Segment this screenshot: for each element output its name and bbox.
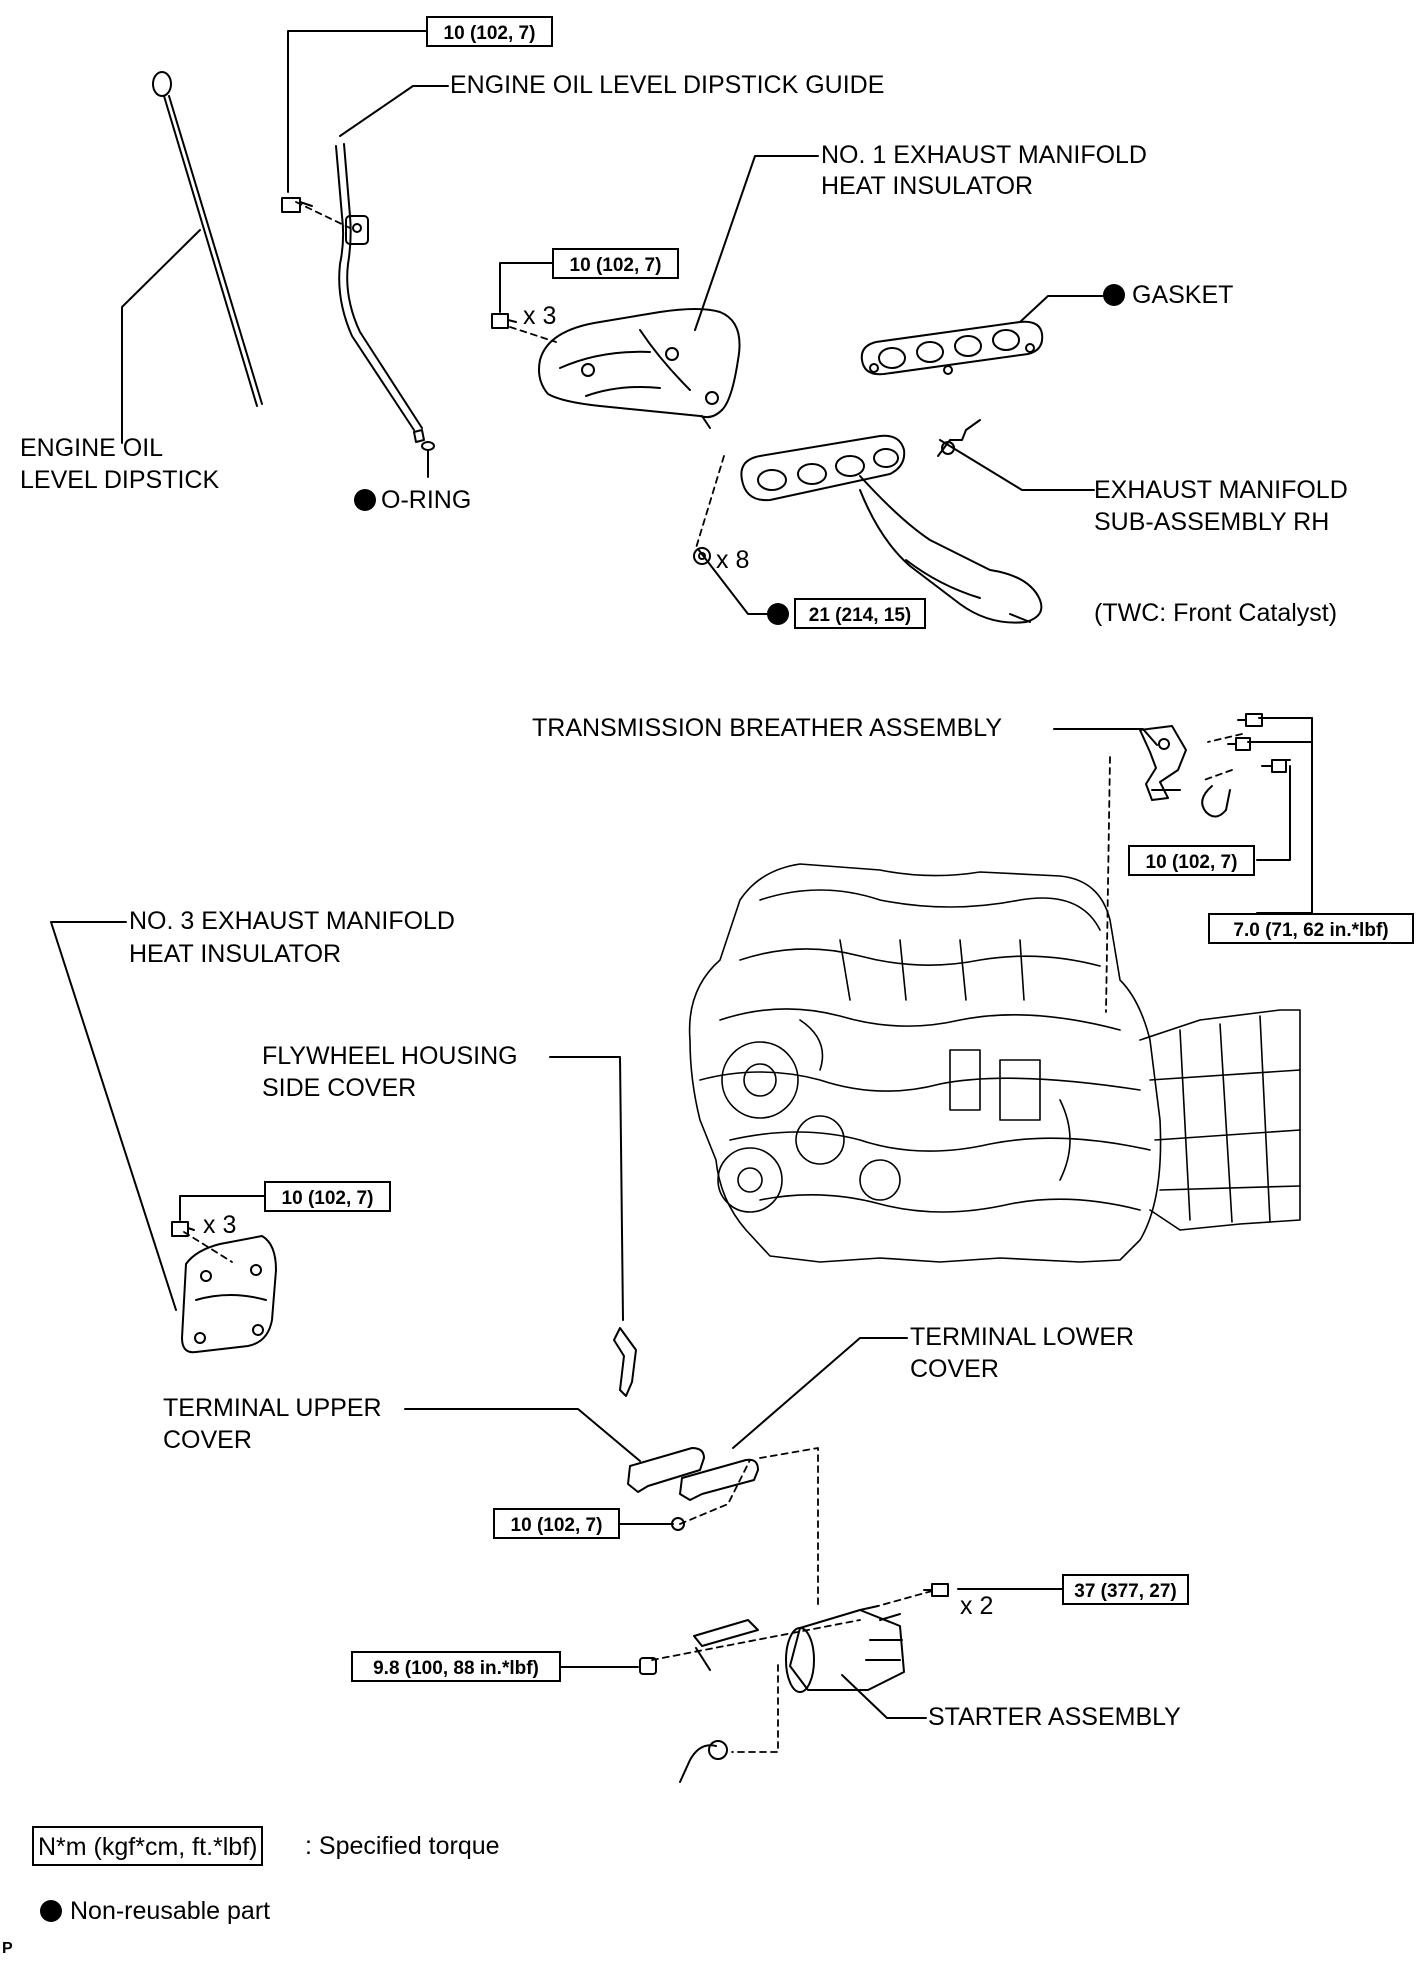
label-flywheel-line2: SIDE COVER: [262, 1074, 417, 1102]
transmission-breather-assembly: [1139, 713, 1287, 818]
label-no1-insulator-line2: HEAT INSULATOR: [821, 172, 1034, 200]
engine-oil-level-dipstick-guide: [281, 143, 435, 451]
no1-exhaust-manifold-heat-insulator: [491, 308, 741, 429]
engine-oil-level-dipstick: [152, 71, 263, 407]
label-flywheel-line1: FLYWHEEL HOUSING: [262, 1042, 518, 1070]
torque-no1-insulator-bolt: 10 (102, 7): [552, 248, 679, 279]
qty-starter-bolts: x 2: [960, 1592, 994, 1620]
label-no1-insulator-line1: NO. 1 EXHAUST MANIFOLD: [821, 141, 1147, 169]
exhaust-manifold-sub-assembly-rh: [693, 419, 1043, 624]
torque-breather-bolt-b: 7.0 (71, 62 in.*lbf): [1208, 913, 1414, 944]
terminal-lower-cover: [679, 1458, 759, 1501]
torque-starter-nut: 9.8 (100, 88 in.*lbf): [351, 1651, 561, 1682]
torque-terminal-nut: 10 (102, 7): [493, 1508, 620, 1539]
torque-breather-bolt-a: 10 (102, 7): [1128, 845, 1255, 876]
label-terminal-upper-line2: COVER: [163, 1426, 252, 1454]
label-oring: O-RING: [381, 486, 472, 514]
nonreusable-dot-oring: [354, 489, 376, 511]
assembly-dashed-lines: [183, 201, 1243, 1753]
label-dipstick-guide: ENGINE OIL LEVEL DIPSTICK GUIDE: [450, 71, 885, 99]
label-no3-insulator-line1: NO. 3 EXHAUST MANIFOLD: [129, 907, 455, 935]
label-breather: TRANSMISSION BREATHER ASSEMBLY: [532, 714, 1003, 742]
label-twc: (TWC: Front Catalyst): [1094, 599, 1338, 627]
torque-starter-bolt: 37 (377, 27): [1062, 1574, 1189, 1605]
label-no3-insulator-line2: HEAT INSULATOR: [129, 940, 342, 968]
label-dipstick-line2: LEVEL DIPSTICK: [20, 466, 220, 494]
terminal-upper-cover: [627, 1447, 705, 1493]
qty-no1-insulator-bolts: x 3: [523, 302, 557, 330]
label-terminal-lower-line1: TERMINAL LOWER: [910, 1323, 1135, 1351]
label-dipstick-line1: ENGINE OIL: [20, 434, 164, 462]
legend-torque-box: N*m (kgf*cm, ft.*lbf): [32, 1826, 264, 1866]
torque-no3-insulator-bolt: 10 (102, 7): [264, 1181, 391, 1212]
exhaust-manifold-gasket: [860, 320, 1044, 376]
torque-manifold-nut: 21 (214, 15): [794, 598, 926, 629]
label-starter: STARTER ASSEMBLY: [928, 1703, 1181, 1731]
label-manifold-line1: EXHAUST MANIFOLD: [1094, 476, 1348, 504]
label-gasket: GASKET: [1132, 281, 1234, 309]
terminal-nut: [671, 1517, 685, 1531]
qty-no3-insulator-bolts: x 3: [203, 1211, 237, 1239]
flywheel-housing-side-cover: [613, 1327, 637, 1397]
starter-assembly: [639, 1583, 949, 1783]
nonreusable-dot-manifold-nut: [767, 603, 789, 625]
label-terminal-upper-line1: TERMINAL UPPER: [163, 1394, 382, 1422]
corner-mark: P: [2, 1940, 13, 1957]
leader-lines: [50, 30, 1313, 1719]
legend-nonreusable-text: Non-reusable part: [70, 1897, 271, 1925]
label-manifold-line2: SUB-ASSEMBLY RH: [1094, 508, 1330, 536]
legend-nonreusable-dot: [40, 1900, 62, 1922]
qty-manifold-nuts: x 8: [716, 546, 750, 574]
nonreusable-dot-gasket: [1103, 284, 1125, 306]
engine-and-transmission-assembly: [688, 863, 1301, 1263]
torque-dipstick-guide-bolt: 10 (102, 7): [426, 16, 553, 47]
no3-exhaust-manifold-heat-insulator: [171, 1221, 277, 1354]
legend-torque-text: : Specified torque: [305, 1832, 500, 1860]
label-terminal-lower-line2: COVER: [910, 1355, 999, 1383]
